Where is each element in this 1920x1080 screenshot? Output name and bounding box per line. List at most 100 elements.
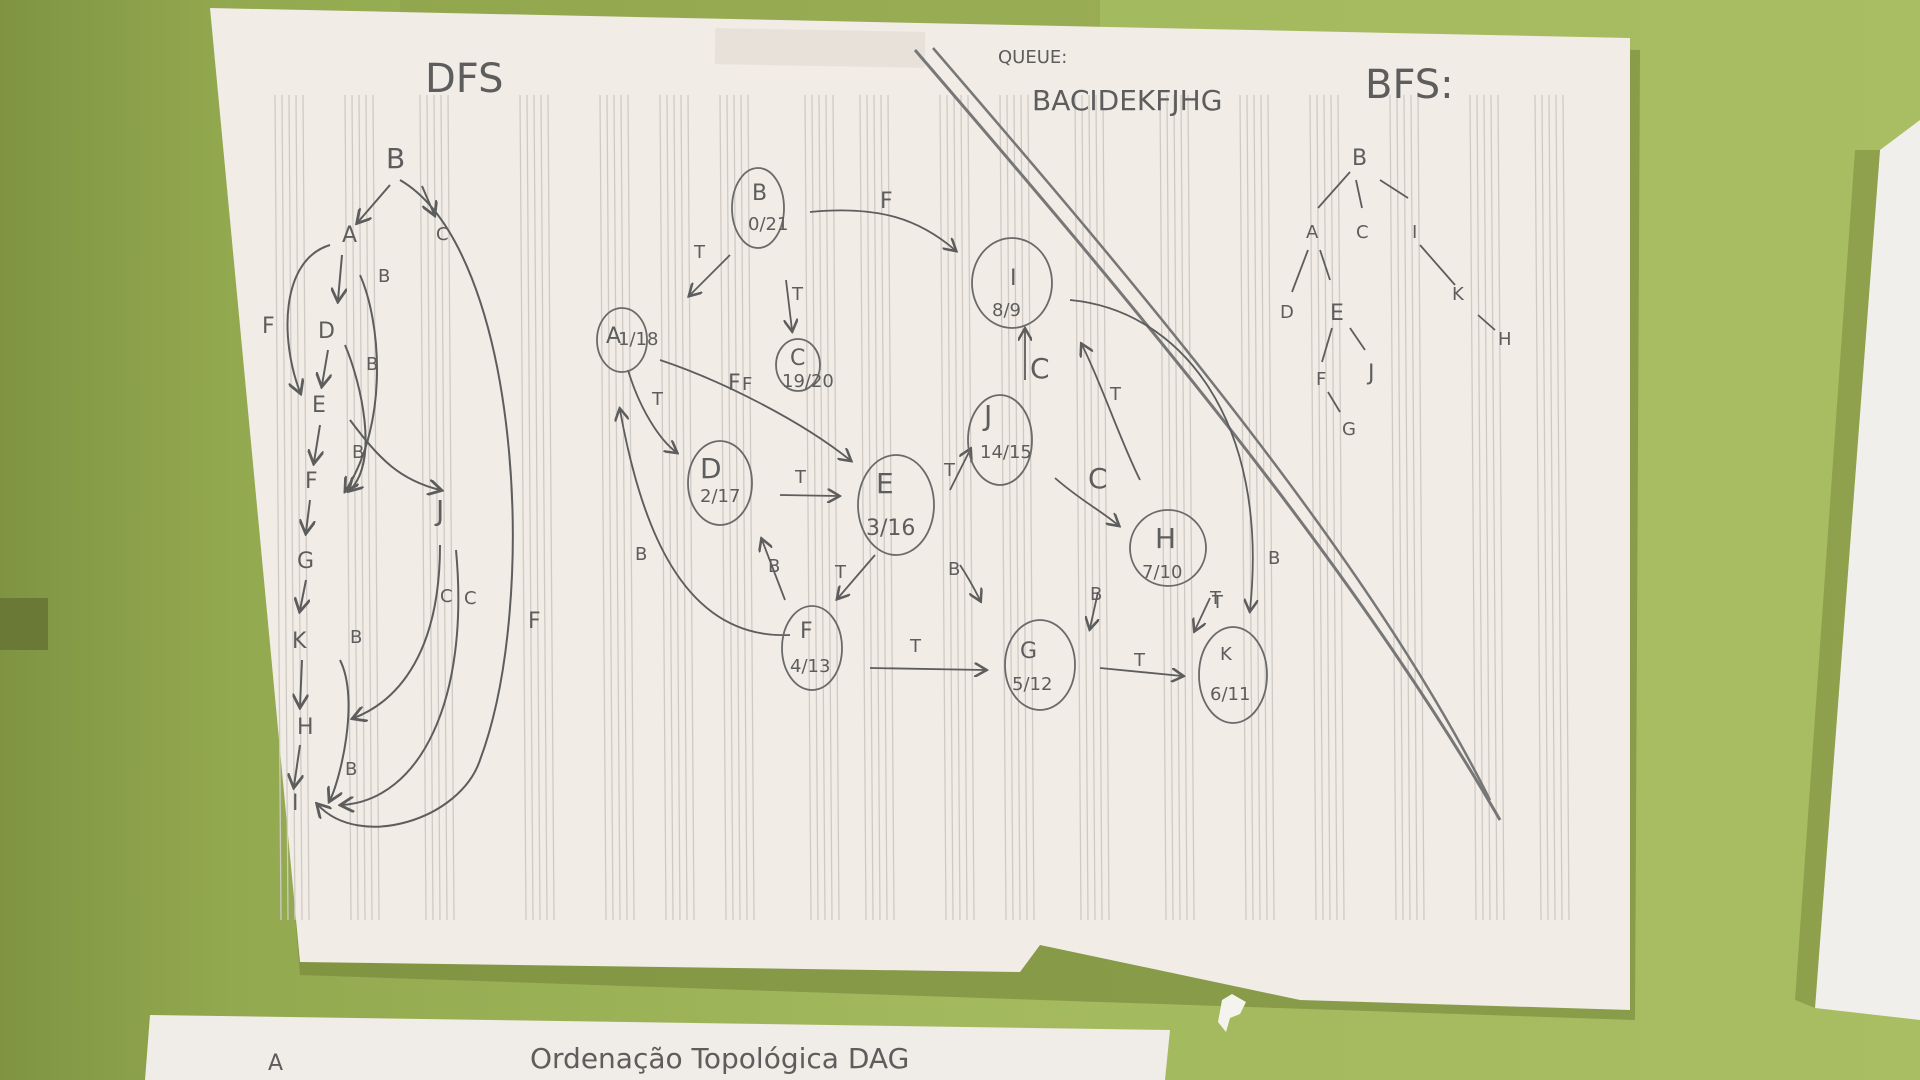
graph-node-name: J (982, 399, 992, 432)
ruled-line (967, 94, 975, 921)
ruled-line (659, 94, 667, 921)
graph-node-times: 8/9 (992, 300, 1021, 321)
dfs-node: F (305, 469, 318, 494)
ruled-line (1483, 94, 1491, 921)
graph-edge-label: T (1109, 384, 1122, 405)
graph-edge-label: T (1211, 592, 1224, 613)
ruled-line (1396, 94, 1404, 921)
ruled-line (1267, 94, 1275, 921)
dfs-node: D (318, 319, 335, 344)
dfs-node: K (292, 629, 307, 654)
graph-node-name: F (800, 619, 813, 644)
ruled-line (426, 94, 434, 921)
ruled-line (1541, 94, 1549, 921)
graph-edge-label: B (768, 556, 780, 577)
ruled-line (999, 94, 1007, 921)
ruled-line (1389, 94, 1397, 921)
ruled-line (419, 94, 427, 921)
ruled-line (365, 94, 373, 921)
dfs-side-node: C (436, 224, 449, 245)
graph-node-times: 5/12 (1012, 674, 1052, 695)
ruled-line (1534, 94, 1542, 921)
right-paper-shadow (1795, 150, 1880, 1008)
dfs-list: B A D E F G K H I C J B B B B F F C C B (262, 142, 541, 816)
graph-edge-label: T (693, 242, 706, 263)
ruled-line (540, 94, 548, 921)
bfs-tree-lines (1291, 171, 1496, 413)
ruled-line (719, 94, 727, 921)
graph-edge-label: F (880, 189, 893, 214)
ruled-line (1173, 94, 1181, 921)
ruled-line (1469, 94, 1477, 921)
ruled-line (825, 94, 833, 921)
bottom-sheet-text: Ordenação Topológica DAG (530, 1042, 909, 1075)
ruled-line (960, 94, 968, 921)
graph-node-times: 1/18 (618, 329, 658, 350)
bfs-node: E (1330, 301, 1344, 326)
ruled-line (1497, 94, 1505, 921)
graph-node-name: B (752, 181, 767, 206)
bfs-node: C (1356, 222, 1369, 243)
ruled-line (1323, 94, 1331, 921)
bfs-node: H (1498, 329, 1512, 350)
bfs-tree-nodes: B A C I D E J K H F G (1280, 146, 1512, 440)
ruled-line (1403, 94, 1411, 921)
dfs-edge-label: C (440, 586, 453, 607)
ruled-line (673, 94, 681, 921)
bfs-node: A (1306, 222, 1319, 243)
divider-line-2 (932, 47, 1492, 801)
ruled-line (1260, 94, 1268, 921)
ruled-line (1309, 94, 1317, 921)
graph-edge-label: T (909, 636, 922, 657)
dfs-edge-label: F (262, 314, 275, 339)
ruled-line (1013, 94, 1021, 921)
dfs-edge-label: C (464, 588, 477, 609)
graph-node-times: 2/17 (700, 486, 740, 507)
dfs-node: I (292, 791, 299, 816)
main-paper-sheet (210, 8, 1630, 1010)
graph-edge-label: T (791, 284, 804, 305)
tape-strip (714, 28, 926, 68)
graph-node-name: K (1220, 644, 1233, 665)
dfs-title: DFS (425, 56, 504, 102)
graph-edge-label: B (1090, 584, 1102, 605)
queue-text: BACIDEKFJHG (1032, 84, 1222, 117)
graph-node-times: 7/10 (1142, 562, 1182, 583)
ruled-line (680, 94, 688, 921)
graph-edge-label: C (1030, 352, 1050, 385)
graph-node-name: D (700, 452, 722, 485)
graph-edge-label: T (834, 562, 847, 583)
ruled-line (1562, 94, 1570, 921)
torn-paper-bit (1218, 994, 1246, 1032)
ruled-line (302, 94, 310, 921)
dfs-top-node: B (386, 142, 405, 175)
bfs-node: G (1342, 419, 1356, 440)
graph-node-times: 4/13 (790, 656, 830, 677)
ruled-line (873, 94, 881, 921)
ruled-line (946, 94, 954, 921)
dfs-node: G (297, 549, 314, 574)
graph-node-times: 14/15 (980, 442, 1032, 463)
ruled-line (358, 94, 366, 921)
bfs-node: D (1280, 302, 1294, 323)
right-paper-sheet (1815, 120, 1920, 1020)
ruled-line (1490, 94, 1498, 921)
graph-node-name: E (876, 467, 894, 500)
graph-edge-label: T (1209, 588, 1222, 609)
graph-node-name: G (1020, 639, 1037, 664)
ruled-line (866, 94, 874, 921)
graph-node-labels: B 0/21 C 19/20 A 1/18 D 2/17 E 3/16 F 4/… (606, 181, 1250, 705)
ruled-line (740, 94, 748, 921)
ruled-line (733, 94, 741, 921)
ruled-line (599, 94, 607, 921)
ruled-line (1166, 94, 1174, 921)
bfs-node: J (1366, 361, 1375, 386)
graph-edge-label: B (948, 559, 960, 580)
ruled-line (666, 94, 674, 921)
ruled-line (372, 94, 380, 921)
bfs-node: F (1316, 369, 1326, 390)
ruled-line (1187, 94, 1195, 921)
ruled-line (1253, 94, 1261, 921)
dfs-node: H (297, 715, 314, 740)
ruled-line (832, 94, 840, 921)
